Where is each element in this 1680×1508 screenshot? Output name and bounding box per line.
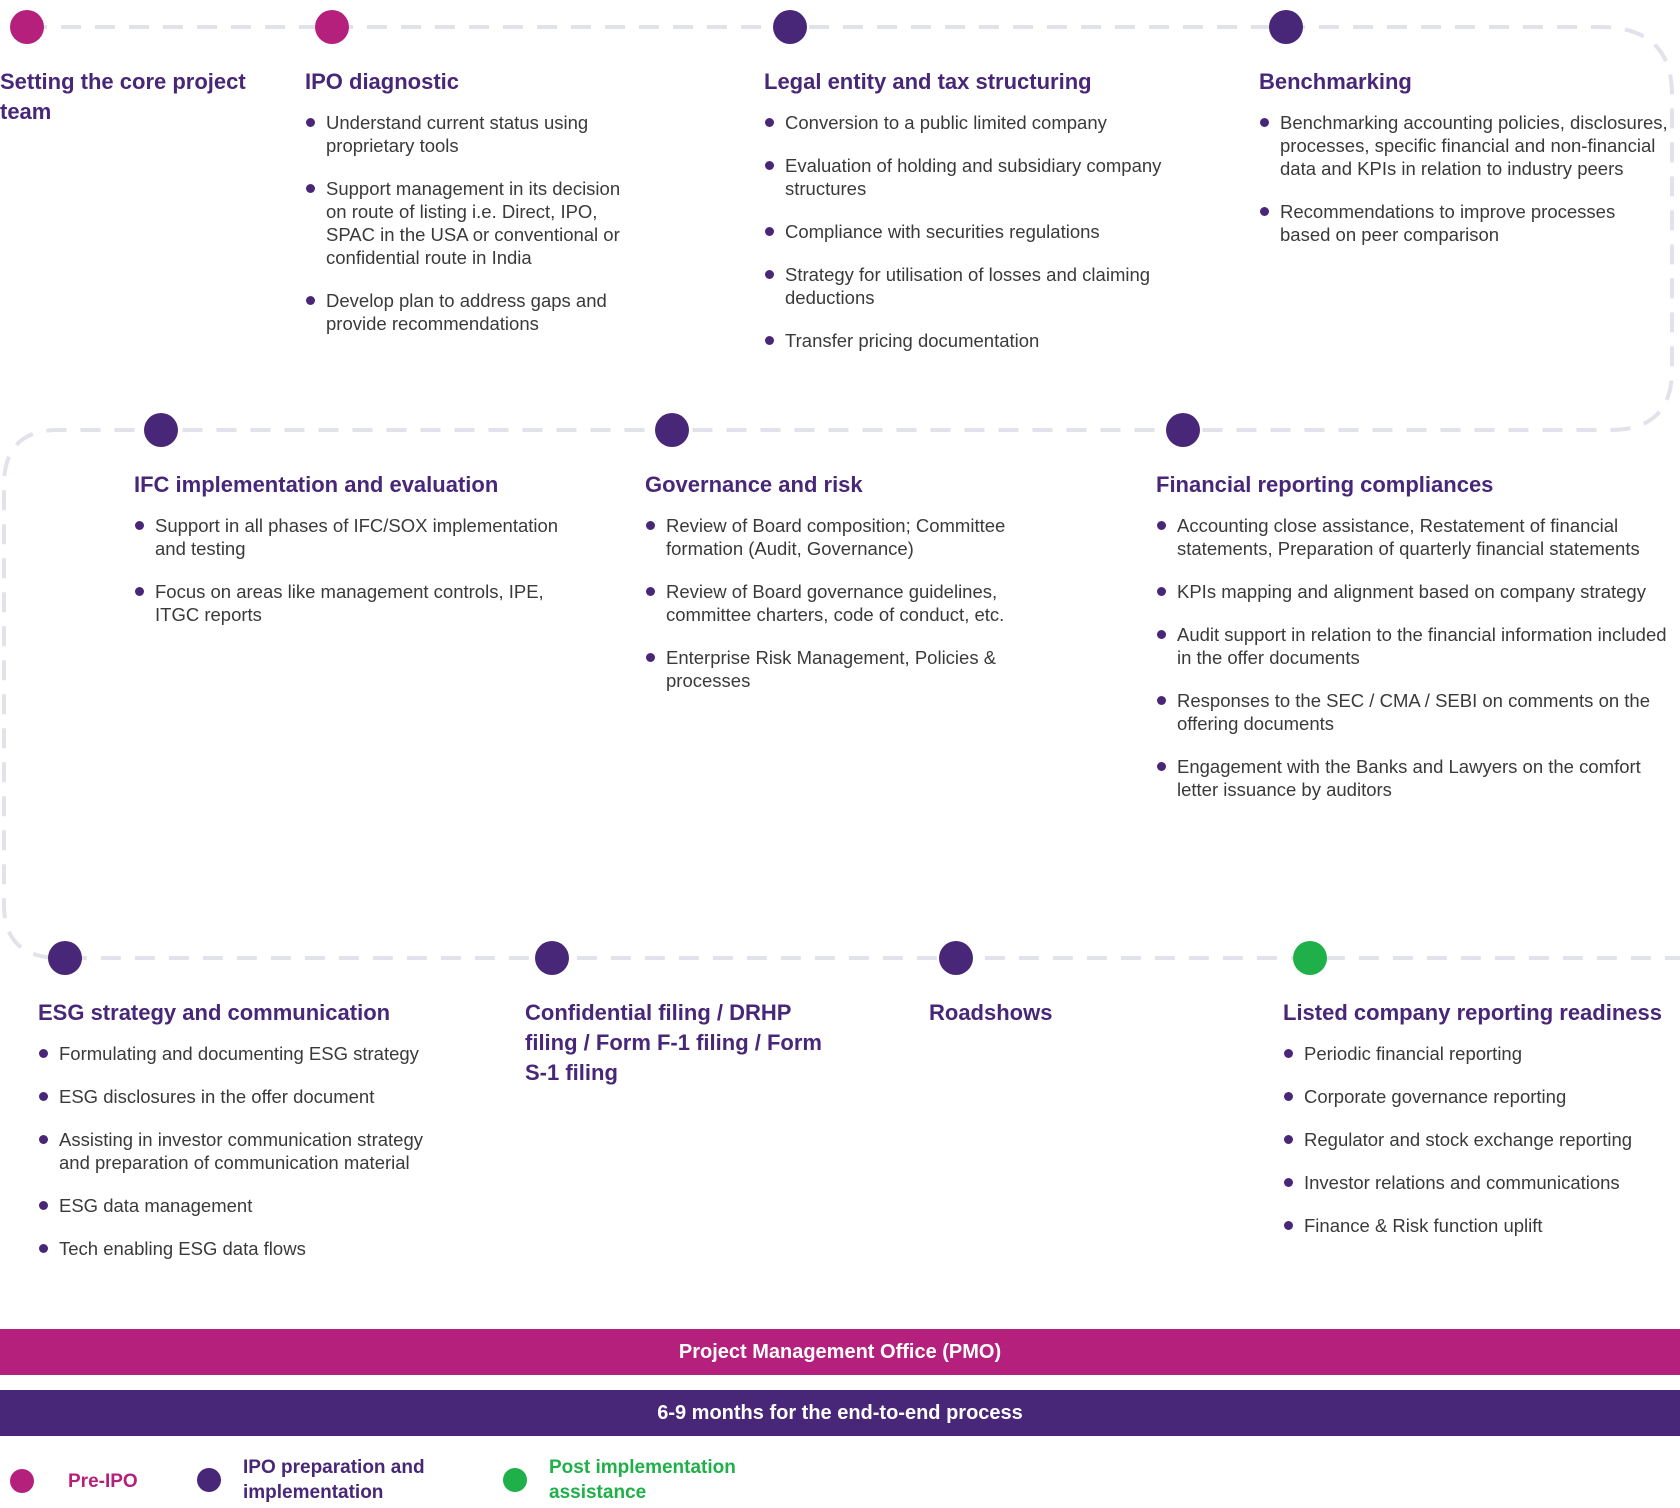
bullet-item: Finance & Risk function uplift [1283, 1214, 1673, 1237]
bullet-item: Investor relations and communications [1283, 1171, 1673, 1194]
bullet-list: Conversion to a public limited company E… [764, 111, 1164, 352]
bullet-item: Formulating and documenting ESG strategy [38, 1042, 438, 1065]
step-title: Roadshows [929, 1000, 1053, 1025]
bullet-item: Periodic financial reporting [1283, 1042, 1673, 1065]
legend-label: Pre-IPO [68, 1470, 138, 1492]
step-7-marker [1166, 413, 1200, 447]
step-9-marker [535, 941, 569, 975]
step-2-marker [315, 10, 349, 44]
bullet-item: Assisting in investor communication stra… [38, 1128, 438, 1174]
bullet-item: Compliance with securities regulations [764, 220, 1164, 243]
bullet-item: Transfer pricing documentation [764, 329, 1164, 352]
step-4-marker [1269, 10, 1303, 44]
bullet-item: Understand current status using propriet… [305, 111, 640, 157]
pmo-bar: Project Management Office (PMO) [0, 1329, 1680, 1375]
bullet-item: Conversion to a public limited company [764, 111, 1164, 134]
step-esg-strategy: ESG strategy and communication Formulati… [38, 998, 438, 1280]
step-10-marker [939, 941, 973, 975]
step-ipo-diagnostic: IPO diagnostic Understand current status… [305, 67, 640, 355]
bullet-item: Regulator and stock exchange reporting [1283, 1128, 1673, 1151]
step-financial-reporting: Financial reporting compliances Accounti… [1156, 470, 1676, 821]
bullet-item: Benchmarking accounting policies, disclo… [1259, 111, 1669, 180]
step-title: Financial reporting compliances [1156, 472, 1494, 497]
bullet-item: Engagement with the Banks and Lawyers on… [1156, 755, 1676, 801]
bullet-item: Support management in its decision on ro… [305, 177, 640, 269]
bullet-item: Tech enabling ESG data flows [38, 1237, 438, 1260]
legend-ipo-preparation: IPO preparation and implementation [197, 1455, 458, 1505]
bullet-item: Support in all phases of IFC/SOX impleme… [134, 514, 574, 560]
step-legal-entity-tax: Legal entity and tax structuring Convers… [764, 67, 1164, 372]
pmo-label: Project Management Office (PMO) [678, 1340, 1002, 1363]
step-1-marker [10, 10, 44, 44]
legend-label: Post implementation assistance [549, 1457, 736, 1503]
step-11-marker [1293, 941, 1327, 975]
duration-label: 6-9 months for the end-to-end process [657, 1401, 1023, 1424]
step-governance-risk: Governance and risk Review of Board comp… [645, 470, 1055, 712]
bullet-list: Review of Board composition; Committee f… [645, 514, 1055, 692]
step-3-marker [773, 10, 807, 44]
bullet-item: Recommendations to improve processes bas… [1259, 200, 1669, 246]
bullet-list: Support in all phases of IFC/SOX impleme… [134, 514, 574, 626]
legend-pre-ipo: Pre-IPO [10, 1458, 138, 1504]
bullet-item: Audit support in relation to the financi… [1156, 623, 1676, 669]
duration-bar: 6-9 months for the end-to-end process [0, 1390, 1680, 1436]
bullet-list: Accounting close assistance, Restatement… [1156, 514, 1676, 801]
step-title: IFC implementation and evaluation [134, 472, 499, 497]
bullet-item: Strategy for utilisation of losses and c… [764, 263, 1164, 309]
step-title: Confidential filing / DRHP filing / Form… [525, 1000, 822, 1085]
bullet-item: ESG data management [38, 1194, 438, 1217]
bullet-list: Formulating and documenting ESG strategy… [38, 1042, 438, 1260]
legend-post-implementation: Post implementation assistance [503, 1455, 764, 1505]
legend-label: IPO preparation and implementation [243, 1457, 425, 1503]
bullet-item: Focus on areas like management controls,… [134, 580, 574, 626]
step-5-marker [144, 413, 178, 447]
bullet-item: Responses to the SEC / CMA / SEBI on com… [1156, 689, 1676, 735]
bullet-item: Review of Board composition; Committee f… [645, 514, 1055, 560]
step-title: Listed company reporting readiness [1283, 1000, 1662, 1025]
step-title: Benchmarking [1259, 69, 1412, 94]
step-ifc-implementation: IFC implementation and evaluation Suppor… [134, 470, 574, 646]
step-title: Setting the core project team [0, 69, 246, 124]
bullet-item: KPIs mapping and alignment based on comp… [1156, 580, 1676, 603]
bullet-list: Understand current status using propriet… [305, 111, 640, 335]
step-title: Governance and risk [645, 472, 863, 497]
step-benchmarking: Benchmarking Benchmarking accounting pol… [1259, 67, 1669, 266]
bullet-item: Enterprise Risk Management, Policies & p… [645, 646, 1055, 692]
legend: Pre-IPO IPO preparation and implementati… [0, 1455, 1680, 1508]
step-setting-core-team: Setting the core project team [0, 67, 260, 141]
step-title: Legal entity and tax structuring [764, 69, 1092, 94]
bullet-item: Corporate governance reporting [1283, 1085, 1673, 1108]
legend-post-implementation-marker [503, 1468, 527, 1492]
step-confidential-filing: Confidential filing / DRHP filing / Form… [525, 998, 845, 1102]
step-roadshows: Roadshows [929, 998, 1189, 1042]
bullet-list: Benchmarking accounting policies, disclo… [1259, 111, 1669, 246]
bullet-item: ESG disclosures in the offer document [38, 1085, 438, 1108]
legend-ipo-preparation-marker [197, 1468, 221, 1492]
bullet-item: Accounting close assistance, Restatement… [1156, 514, 1676, 560]
step-title: IPO diagnostic [305, 69, 460, 94]
bullet-item: Evaluation of holding and subsidiary com… [764, 154, 1164, 200]
bullet-item: Review of Board governance guidelines, c… [645, 580, 1055, 626]
bullet-item: Develop plan to address gaps and provide… [305, 289, 640, 335]
step-title: ESG strategy and communication [38, 1000, 391, 1025]
step-listed-company-reporting: Listed company reporting readiness Perio… [1283, 998, 1673, 1257]
bullet-list: Periodic financial reporting Corporate g… [1283, 1042, 1673, 1237]
step-6-marker [655, 413, 689, 447]
step-8-marker [48, 941, 82, 975]
legend-pre-ipo-marker [10, 1469, 34, 1493]
